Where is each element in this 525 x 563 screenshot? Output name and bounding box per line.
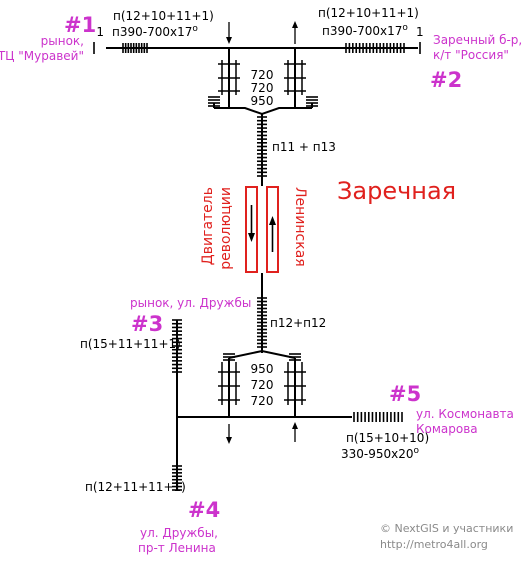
platform-left-name-line2: революции — [218, 187, 234, 270]
exit-3-label: рынок, ул. Дружбы — [130, 296, 251, 310]
exit-1-steps: п(12+10+11+1) — [113, 9, 214, 23]
lower-hall-width-2: 720 — [251, 378, 274, 392]
exit-1-top-step: 1 — [96, 25, 104, 39]
platform-right — [266, 186, 279, 273]
exit-2-ramp-degree: o — [402, 23, 408, 33]
exit-2-number: #2 — [430, 68, 462, 92]
lower-entry-arrow — [226, 424, 232, 444]
exit-3-steps: п(15+11+11+1) — [80, 337, 181, 351]
exit-4-label-line2: пр-т Ленина — [138, 541, 216, 555]
exit-5-label-line1: ул. Космонавта — [416, 407, 514, 421]
credit-line-2: http://metro4all.org — [380, 538, 488, 551]
exit-5-ramp-degree: o — [414, 446, 420, 456]
upper-exit-arrow — [292, 21, 298, 44]
exit-2-steps: п(12+10+11+1) — [318, 6, 419, 20]
lower-right-stair — [289, 353, 301, 361]
lower-exit-arrow — [292, 422, 298, 442]
exit-2-label-line1: Заречный б-р, — [433, 33, 522, 47]
exit-5-ramp: 330-950x20o — [341, 446, 420, 461]
platform-left — [245, 186, 258, 273]
upper-left-stair — [208, 96, 220, 107]
exit-5-ramp-value: 330-950x20 — [341, 447, 414, 461]
lower-left-stair — [223, 353, 235, 361]
platform-left-name-line1: Двигатель — [200, 187, 216, 265]
staircase-ticks — [93, 42, 421, 491]
exit-1-ramp: п390-700x17o — [112, 24, 198, 39]
upper-turnstiles — [218, 60, 306, 95]
credit-line-1: © NextGIS и участники — [380, 522, 513, 535]
exit-3-stair — [172, 319, 182, 373]
platform-right-name: Ленинская — [292, 187, 308, 267]
upper-passage-stair — [257, 116, 267, 177]
exit-1-label-line1: рынок, — [41, 34, 84, 48]
exit-1-ramp-value: п390-700x17 — [112, 25, 192, 39]
upper-hall-width-1: 720 — [251, 68, 274, 82]
exit-2-label-line2: к/т "Россия" — [433, 48, 509, 62]
lower-hall-width-3: 720 — [251, 394, 274, 408]
exit-2-top-step: 1 — [416, 25, 424, 39]
upper-passage-steps: п11 + п13 — [272, 140, 336, 154]
lower-hall-width-1: 950 — [251, 362, 274, 376]
lower-turnstiles — [218, 362, 306, 405]
station-name: Заречная — [337, 177, 456, 205]
upper-hall-width-2: 720 — [251, 81, 274, 95]
exit-3-number: #3 — [131, 312, 163, 336]
exit-1-stair — [122, 43, 148, 53]
exit-4-steps: п(12+11+11+1) — [85, 480, 186, 494]
upper-right-stair — [306, 96, 318, 107]
exit-5-steps: п(15+10+10) — [346, 431, 429, 445]
lower-passage-steps: п12+п12 — [270, 316, 326, 330]
exit-4-number: #4 — [188, 498, 220, 522]
exit-2-ramp-value: п390-700x17 — [322, 24, 402, 38]
exit-5-label-line2: Комарова — [416, 422, 478, 436]
upper-entry-arrow — [226, 22, 232, 44]
exit-2-ramp: п390-700x17o — [322, 23, 408, 38]
exit-5-stair — [353, 412, 403, 422]
exit-1-number: #1 — [64, 13, 96, 37]
exit-1-label-line2: ТЦ "Муравей" — [0, 49, 84, 63]
exit-1-ramp-degree: o — [192, 24, 198, 34]
exit-5-number: #5 — [389, 382, 421, 406]
upper-hall-width-3: 950 — [251, 94, 274, 108]
exit-4-label-line1: ул. Дружбы, — [140, 526, 218, 540]
exit-4-stair — [172, 465, 182, 491]
lower-passage-stair — [257, 297, 267, 348]
exit-2-stair — [345, 43, 405, 53]
lower-passage-lines — [176, 273, 352, 490]
